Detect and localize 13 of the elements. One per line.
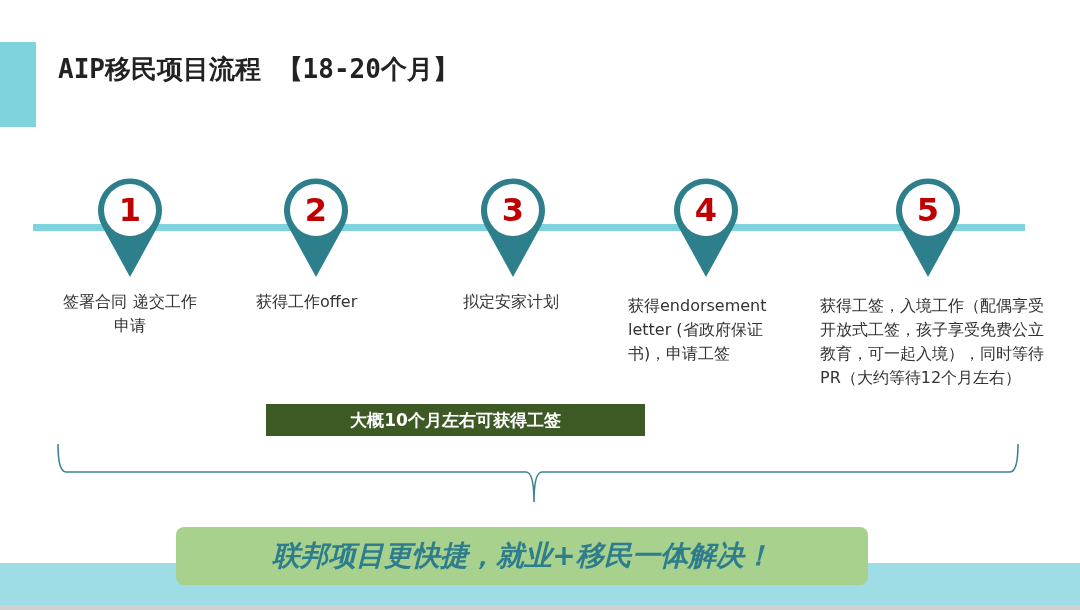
slogan-banner: 联邦项目更快捷，就业+移民一体解决！ bbox=[176, 527, 868, 585]
step-description: 拟定安家计划 bbox=[463, 291, 560, 313]
step-description: 获得endorsement letter (省政府保证书)，申请工签 bbox=[628, 295, 768, 365]
step-number: 1 bbox=[117, 192, 143, 228]
step-description: 获得工作offer bbox=[256, 291, 359, 313]
step-number: 4 bbox=[693, 192, 719, 228]
slide-title: AIP移民项目流程 【18-20个月】 bbox=[58, 53, 459, 86]
step-number: 2 bbox=[303, 192, 329, 228]
step-description: 获得工签，入境工作（配偶享受开放式工签，孩子享受免费公立教育，可一起入境），同时等待PR（大约等待12个月左右） bbox=[820, 295, 1045, 389]
step-number: 5 bbox=[915, 192, 941, 228]
note-box: 大概10个月左右可获得工签 bbox=[266, 404, 645, 436]
step-number: 3 bbox=[500, 192, 526, 228]
step-description: 签署合同 递交工作申请 bbox=[62, 291, 198, 337]
